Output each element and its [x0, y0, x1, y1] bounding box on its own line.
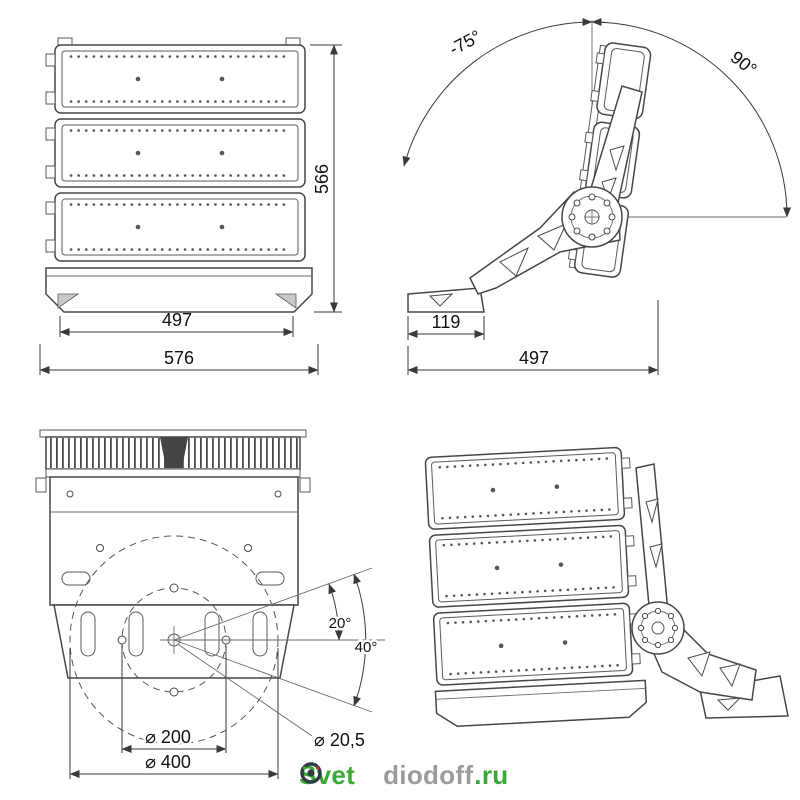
dim-base-119: 119 [432, 312, 461, 332]
angle-40: 40° [355, 639, 378, 656]
dim-hole-20-5: ⌀ 20,5 [314, 730, 365, 750]
dim-width-576: 576 [164, 348, 194, 368]
dim-depth-497: 497 [519, 348, 549, 368]
back-view: 20° 40° ⌀ 20,5 ⌀ 200 ⌀ 400 [35, 429, 385, 779]
dim-width-497: 497 [162, 310, 192, 330]
side-view: -75° 90° 119 4 [402, 18, 791, 375]
watermark-text-ru: .ru [474, 760, 509, 790]
dim-height-566: 566 [312, 164, 332, 194]
angle-minus-75: -75° [446, 26, 485, 59]
front-view: 566 497 576 [39, 37, 342, 375]
dim-circle-400: ⌀ 400 [145, 752, 191, 772]
angle-90: 90° [727, 47, 761, 80]
ring-o-icon [300, 762, 381, 788]
watermark-logo: Svet diodoff .ru [299, 760, 508, 791]
angle-20: 20° [329, 615, 352, 632]
watermark-text-diodoff: diodoff [383, 760, 474, 790]
perspective-view [423, 445, 789, 728]
dim-circle-200: ⌀ 200 [145, 727, 191, 747]
